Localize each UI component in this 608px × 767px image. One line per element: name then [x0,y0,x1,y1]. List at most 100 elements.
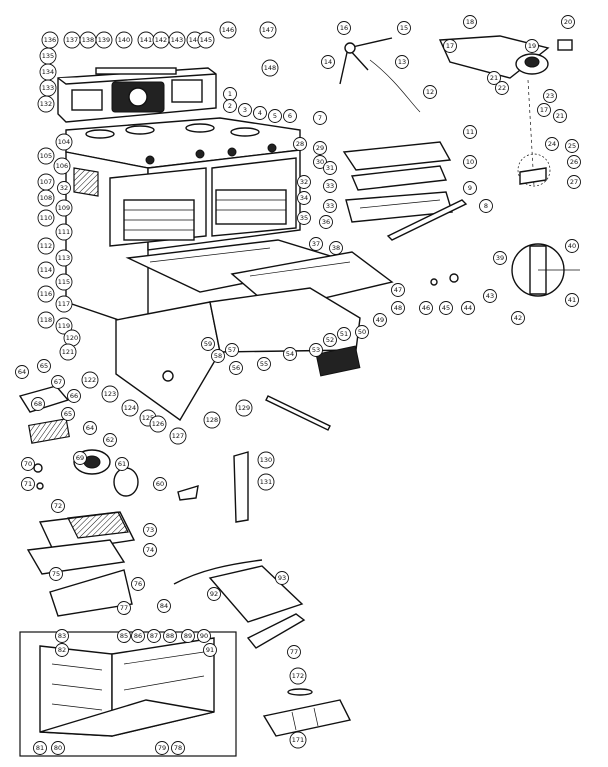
callout-number: 68 [34,400,42,408]
callout-number: 16 [340,24,348,32]
callout-number: 121 [62,348,74,356]
callout-108: 108 [37,189,55,207]
callout-number: 32 [300,178,308,186]
callout-31: 31 [323,161,337,175]
callout-number: 128 [206,416,218,424]
callout-76: 76 [131,577,145,591]
callout-52: 52 [323,333,337,347]
callout-28: 28 [293,137,307,151]
callout-number: 142 [155,36,167,44]
callout-number: 6 [288,112,292,120]
callout-45: 45 [439,301,453,315]
callout-21: 21 [553,109,567,123]
callout-114: 114 [37,261,55,279]
callout-126: 126 [149,415,167,433]
callout-139: 139 [95,31,113,49]
callout-8: 8 [479,199,493,213]
oven-trays [342,141,468,241]
callout-122: 122 [81,371,99,389]
callout-number: 127 [172,432,184,440]
callout-51: 51 [337,327,351,341]
callout-number: 58 [214,352,222,360]
callout-number: 72 [54,502,62,510]
callout-number: 135 [42,52,54,60]
callout-number: 33 [326,182,334,190]
callout-number: 30 [316,158,324,166]
callout-77: 77 [117,601,131,615]
callout-27: 27 [567,175,581,189]
callout-25: 25 [565,139,579,153]
callout-number: 18 [466,18,474,26]
callout-number: 10 [466,158,474,166]
callout-number: 60 [156,480,164,488]
callout-55: 55 [257,357,271,371]
callout-number: 37 [312,240,320,248]
callout-57: 57 [225,343,239,357]
callout-number: 64 [86,424,94,432]
callout-123: 123 [101,385,119,403]
callout-number: 7 [318,114,322,122]
callout-40: 40 [565,239,579,253]
callout-9: 9 [463,181,477,195]
callout-number: 27 [570,178,578,186]
callout-119: 119 [55,317,73,335]
callout-number: 136 [44,36,56,44]
callout-24: 24 [545,137,559,151]
callout-85: 85 [117,629,131,643]
callout-number: 125 [142,414,154,422]
callout-172: 172 [289,667,307,685]
callout-number: 111 [58,228,70,236]
callout-number: 126 [152,420,164,428]
callout-78: 78 [171,741,185,755]
callout-107: 107 [37,173,55,191]
callout-number: 77 [120,604,128,612]
callout-number: 79 [158,744,166,752]
callout-35: 35 [297,211,311,225]
callout-number: 70 [24,460,32,468]
callout-29: 29 [313,141,327,155]
callout-44: 44 [461,301,475,315]
callout-number: 22 [498,84,506,92]
callout-number: 23 [546,92,554,100]
callout-88: 88 [163,629,177,643]
callout-134: 134 [39,63,57,81]
callout-number: 137 [66,36,78,44]
callout-number: 56 [232,364,240,372]
callout-15: 15 [397,21,411,35]
callout-number: 78 [174,744,182,752]
callout-number: 118 [40,316,52,324]
callout-104: 104 [55,133,73,151]
callout-77: 77 [287,645,301,659]
callout-number: 5 [273,112,277,120]
callout-number: 20 [564,18,572,26]
callout-number: 52 [326,336,334,344]
callout-65: 65 [37,359,51,373]
callout-number: 12 [426,88,434,96]
callout-37: 37 [309,237,323,251]
callout-21: 21 [487,71,501,85]
callout-90: 90 [197,629,211,643]
range-body [65,149,301,331]
callout-number: 82 [58,646,66,654]
callout-147: 147 [259,21,277,39]
callout-64: 64 [15,365,29,379]
callout-82: 82 [55,643,69,657]
callout-number: 17 [540,106,548,114]
callout-number: 43 [486,292,494,300]
oven-burner [173,559,352,737]
callout-56: 56 [229,361,243,375]
callout-10: 10 [463,155,477,169]
callout-number: 143 [171,36,183,44]
callout-117: 117 [55,295,73,313]
callout-number: 89 [184,632,192,640]
callout-142: 142 [152,31,170,49]
callout-number: 83 [58,632,66,640]
callout-number: 87 [150,632,158,640]
callout-number: 48 [394,304,402,312]
callout-number: 119 [58,322,70,330]
callout-84: 84 [157,599,171,613]
callout-number: 3 [243,106,247,114]
callout-20: 20 [561,15,575,29]
callout-number: 105 [40,152,52,160]
